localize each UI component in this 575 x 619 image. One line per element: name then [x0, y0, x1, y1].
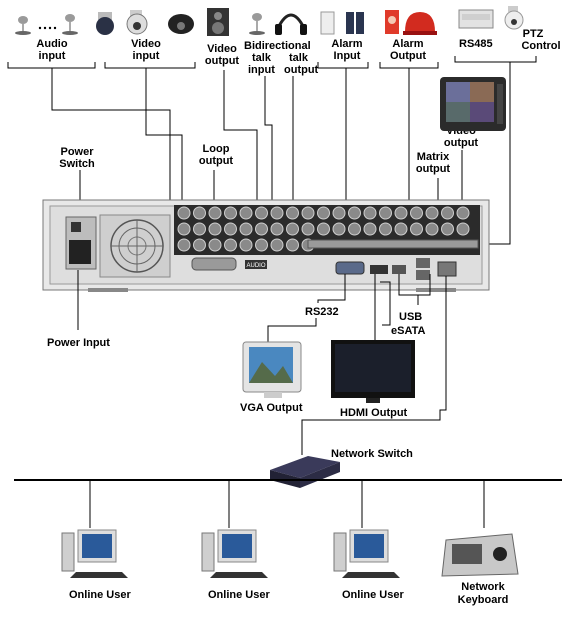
online-user-label-3: Online User [342, 589, 404, 601]
bnc-connector [394, 222, 408, 236]
bnc-connector [348, 222, 361, 236]
bnc-connectors [177, 206, 470, 252]
headphones-icon [275, 13, 307, 35]
bnc-connector [177, 206, 191, 220]
bnc-connector [239, 222, 253, 236]
bnc-connector [425, 206, 439, 220]
bnc-connector [270, 206, 284, 220]
keyboard-icon [441, 533, 519, 577]
microphone-icon [249, 13, 265, 35]
bnc-connector [286, 238, 299, 252]
usb-label: USB [399, 311, 422, 323]
bnc-connector [332, 206, 346, 220]
decoder-box-icon [458, 9, 494, 29]
alarm-sensor-icon [320, 11, 364, 35]
bnc-connector [394, 206, 408, 220]
bnc-connector [286, 206, 299, 220]
bnc-connector [317, 206, 330, 220]
bnc-connector [363, 206, 377, 220]
dome-camera-icon [96, 10, 194, 35]
bnc-connector [363, 222, 377, 236]
bnc-connector [286, 222, 299, 236]
ptz-camera-icon [504, 6, 524, 30]
bnc-connector [193, 206, 206, 220]
computer-icon [201, 529, 268, 578]
bnc-connector [348, 206, 361, 220]
online-user-label-1: Online User [69, 589, 131, 601]
bnc-connector [270, 238, 284, 252]
bnc-connector [410, 222, 423, 236]
computer-icon [333, 529, 400, 578]
crt-monitor-icon [440, 77, 506, 131]
bnc-connector [224, 238, 237, 252]
bnc-connector [208, 222, 222, 236]
bnc-connector [255, 238, 268, 252]
bnc-connector [224, 206, 237, 220]
power-input-label: Power Input [47, 337, 110, 349]
bnc-connector [456, 206, 470, 220]
bnc-connector [379, 222, 392, 236]
bnc-connector [177, 238, 191, 252]
bnc-connector [224, 222, 237, 236]
bnc-connector [270, 222, 284, 236]
network-switch-icon [270, 456, 340, 488]
bnc-connector [177, 222, 191, 236]
dvr-rear-panel: AUDIO [42, 199, 490, 292]
bnc-connector [193, 222, 206, 236]
bnc-connector [239, 238, 253, 252]
bnc-connector [379, 206, 392, 220]
computer-icon [61, 529, 128, 578]
bnc-connector [255, 206, 268, 220]
rs232-label: RS232 [305, 306, 339, 318]
hdmi-output-label: HDMI Output [340, 407, 408, 419]
microphone-icon [15, 14, 78, 35]
bnc-connector [317, 222, 330, 236]
rs485-label: RS485 [459, 38, 493, 50]
bnc-connector [425, 222, 439, 236]
network-bus [14, 479, 562, 528]
bnc-connector [441, 206, 454, 220]
network-switch-label: Network Switch [331, 448, 413, 460]
bnc-connector [456, 222, 470, 236]
esata-label: eSATA [391, 325, 425, 337]
bnc-connector [239, 206, 253, 220]
bnc-connector [301, 222, 315, 236]
online-user-label-2: Online User [208, 589, 270, 601]
bnc-connector [255, 222, 268, 236]
bnc-connector [301, 206, 315, 220]
bnc-connector [208, 238, 222, 252]
speaker-icon [207, 8, 229, 36]
bnc-connector [410, 206, 423, 220]
connection-lines-top [7, 56, 537, 250]
audio-badge: AUDIO [246, 263, 265, 269]
bnc-connector [441, 222, 454, 236]
siren-icon [385, 10, 437, 35]
monitor-icon [242, 341, 302, 398]
tv-icon [331, 340, 415, 403]
connection-lines-bottom [77, 270, 447, 455]
bnc-connector [332, 222, 346, 236]
bnc-connector [193, 238, 206, 252]
vga-output-label: VGA Output [240, 402, 303, 414]
bnc-connector [208, 206, 222, 220]
